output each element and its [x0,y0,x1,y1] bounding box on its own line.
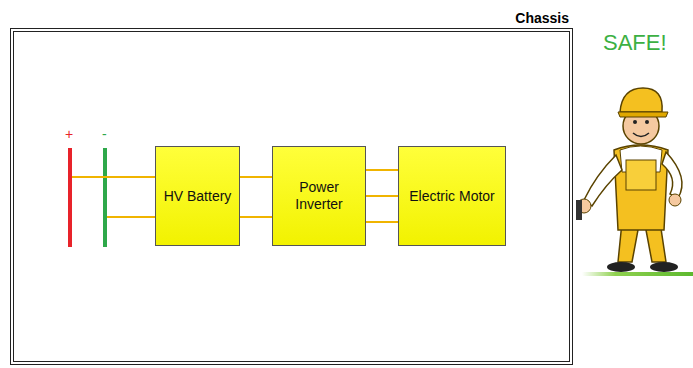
wire-connector [366,222,398,223]
wire-connector [366,170,398,171]
wire-connector [240,177,272,178]
battery-box: HV Battery [155,146,240,246]
chassis-title: Chassis [515,10,569,26]
block-label: Power Inverter [273,179,365,213]
wire [72,176,155,178]
wire-connector [366,196,398,197]
chassis-box: ChassisHV BatteryPower InverterElectric … [10,28,573,365]
positive-bar [68,148,72,247]
block-label: HV Battery [160,188,236,205]
worker-illustration [576,88,693,276]
motor-box: Electric Motor [398,146,506,246]
wire-connector [240,217,272,218]
inverter-box: Power Inverter [272,146,366,246]
block-label: Electric Motor [405,188,499,205]
safe-label: SAFE! [603,30,667,56]
wire [107,216,155,218]
plus-sign: + [65,126,73,142]
minus-sign: - [102,126,107,142]
negative-bar [103,148,107,247]
